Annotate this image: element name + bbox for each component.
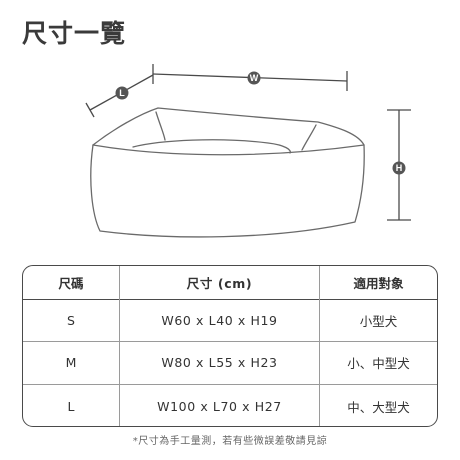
table-row: S W60 x L40 x H19 小型犬 — [23, 299, 437, 342]
header-size: 尺碼 — [23, 266, 120, 299]
svg-text:W: W — [250, 73, 259, 83]
pet-bed-icon — [90, 107, 365, 238]
page-title: 尺寸一覽 — [22, 19, 127, 48]
width-marker: W — [247, 71, 261, 85]
suitable-cell: 小、中型犬 — [347, 356, 410, 371]
dimensions-cell: W80 x L55 x H23 — [120, 341, 320, 384]
table-row: M W80 x L55 x H23 小、中型犬 — [23, 341, 437, 385]
suitable-cell: 小型犬 — [359, 313, 398, 329]
dimensions-cell: W60 x L40 x H19 — [120, 299, 320, 341]
size-cell: S — [23, 299, 120, 341]
header-dimensions: 尺寸 (cm) — [120, 266, 320, 299]
dimensions-cell: W100 x L70 x H27 — [120, 384, 320, 426]
footnote: *尺寸為手工量測，若有些微誤差敬請見諒 — [132, 436, 328, 447]
height-marker: H — [392, 161, 406, 175]
pet-bed-diagram: W L H — [85, 64, 411, 238]
table-row: L W100 x L70 x H27 中、大型犬 — [23, 384, 437, 426]
size-table: 尺碼 尺寸 (cm) 適用對象 S W60 x L40 x H19 小型犬 M … — [22, 265, 438, 427]
svg-text:H: H — [396, 163, 403, 173]
suitable-cell: 中、大型犬 — [347, 399, 410, 415]
length-marker: L — [115, 86, 129, 100]
svg-text:L: L — [119, 88, 125, 98]
table-header-row: 尺碼 尺寸 (cm) 適用對象 — [23, 266, 437, 300]
header-suitable: 適用對象 — [353, 276, 404, 291]
size-cell: L — [23, 384, 120, 426]
size-cell: M — [23, 341, 120, 384]
